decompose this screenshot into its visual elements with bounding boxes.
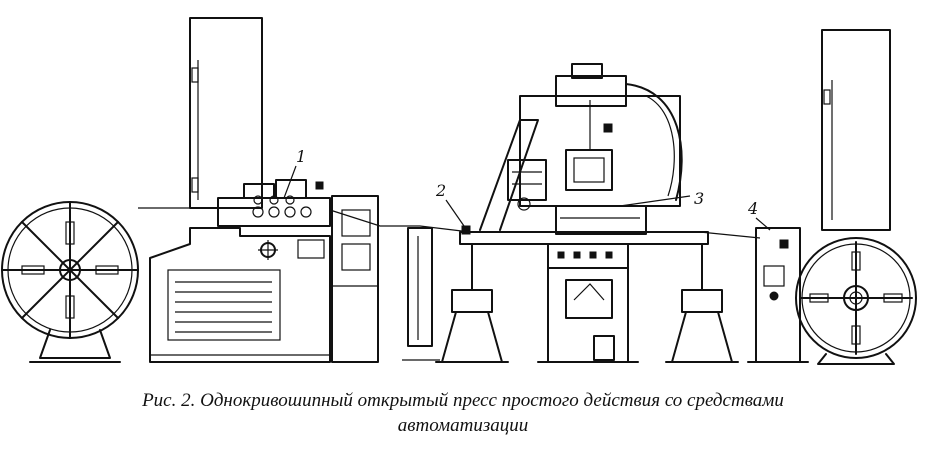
svg-text:1: 1 (296, 147, 306, 166)
press-line-diagram: 1 2 3 4 (1, 17, 917, 365)
caption-line-1: Рис. 2. Однокривошипный открытый пресс п… (142, 390, 784, 411)
svg-text:2: 2 (435, 181, 446, 200)
callout-3: 3 (694, 189, 704, 208)
strip-material-line (138, 207, 761, 239)
callout-1: 1 (283, 147, 306, 199)
straightener-unit (149, 179, 379, 363)
callout-4: 4 (747, 199, 771, 231)
svg-text:3: 3 (694, 189, 704, 208)
recoiler-reel-right (795, 237, 917, 365)
crank-press (459, 63, 709, 363)
figure-caption: Рис. 2. Однокривошипный открытый пресс п… (0, 388, 926, 438)
right-tall-cabinet (821, 29, 891, 231)
uncoiler-reel-left (1, 201, 139, 363)
support-stand-left (435, 225, 509, 363)
caption-line-2: автоматизации (397, 415, 529, 436)
svg-text:4: 4 (747, 199, 758, 218)
loop-guide-plate (402, 227, 440, 361)
left-tall-cabinet (189, 17, 263, 209)
callout-2: 2 (435, 181, 465, 227)
coiler-control-box (747, 227, 809, 363)
support-stand-right (665, 243, 739, 363)
